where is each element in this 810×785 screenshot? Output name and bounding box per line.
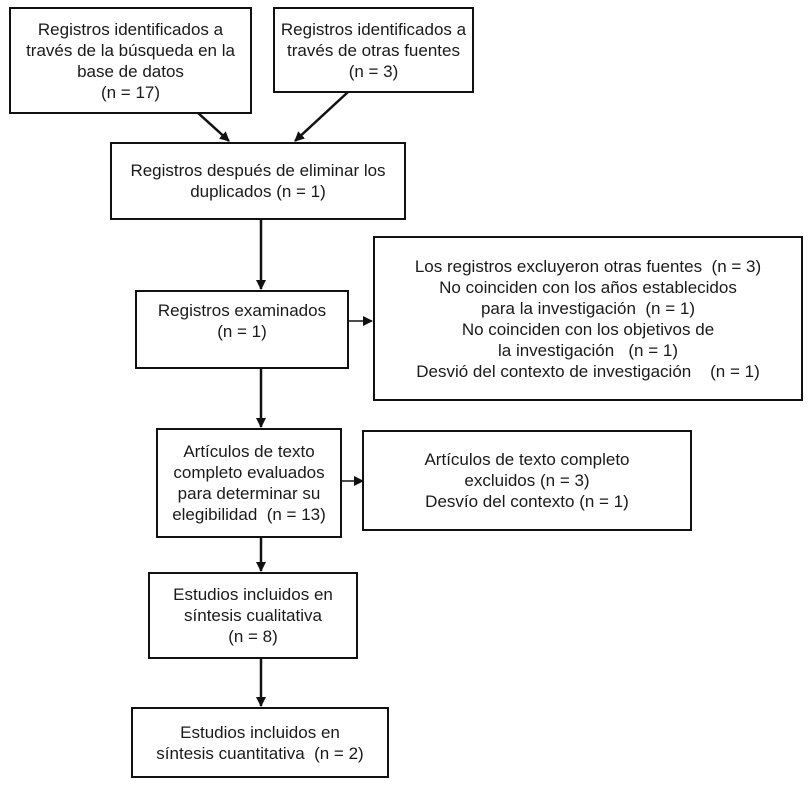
box-line: (n = 1) bbox=[217, 322, 267, 341]
box-line: completo evaluados bbox=[173, 463, 325, 482]
box-line: (n = 3) bbox=[348, 61, 399, 81]
box-line: Desvió del contexto de investigación (n … bbox=[416, 361, 760, 381]
box-line: base de datos bbox=[77, 61, 184, 81]
box-other-sources: Registros identificados a través de otra… bbox=[273, 7, 474, 93]
box-line: No coinciden con los años establecidos bbox=[439, 277, 737, 297]
box-line: para determinar su bbox=[177, 484, 321, 503]
box-line: para la investigación (n = 1) bbox=[480, 298, 696, 318]
arrow-other-to-duplicates bbox=[294, 91, 349, 142]
box-line: Registros examinados bbox=[157, 301, 327, 320]
box-line: Desvío del contexto (n = 1) bbox=[425, 492, 629, 511]
box-line: síntesis cuantitativa (n = 2) bbox=[156, 743, 364, 763]
box-db-search: Registros identificados a través de la b… bbox=[9, 7, 252, 114]
box-line: (n = 8) bbox=[228, 627, 278, 646]
box-line: Registros identificados a bbox=[37, 19, 224, 39]
box-line: Artículos de texto bbox=[183, 442, 315, 461]
box-quantitative: Estudios incluidos en síntesis cuantitat… bbox=[131, 707, 389, 778]
box-line: excluidos (n = 3) bbox=[464, 471, 590, 490]
box-line: (n = 17) bbox=[100, 82, 161, 102]
box-line: duplicados (n = 1) bbox=[190, 182, 326, 201]
box-qualitative: Estudios incluidos en síntesis cualitati… bbox=[148, 572, 358, 659]
box-line: través de la búsqueda en la bbox=[26, 40, 235, 60]
box-line: la investigación (n = 1) bbox=[497, 340, 678, 360]
box-line: Artículos de texto completo bbox=[424, 450, 630, 469]
box-line: Los registros excluyeron otras fuentes (… bbox=[414, 256, 762, 276]
box-fulltext-assessed: Artículos de texto completo evaluados pa… bbox=[156, 428, 342, 538]
box-line: través de otras fuentes bbox=[287, 40, 460, 60]
box-line: Registros después de eliminar los bbox=[130, 161, 386, 180]
box-line: Registros identificados a bbox=[280, 19, 467, 39]
box-excluded-records: Los registros excluyeron otras fuentes (… bbox=[373, 236, 803, 401]
box-after-duplicates: Registros después de eliminar los duplic… bbox=[110, 142, 406, 220]
box-line: elegibilidad (n = 13) bbox=[172, 505, 326, 524]
box-screened: Registros examinados (n = 1) bbox=[135, 290, 349, 369]
box-line: síntesis cualitativa bbox=[184, 606, 322, 625]
box-fulltext-excluded: Artículos de texto completo excluidos (n… bbox=[362, 430, 692, 531]
box-line: Estudios incluidos en bbox=[173, 585, 333, 604]
box-line: No coinciden con los objetivos de bbox=[461, 319, 715, 339]
box-line: Estudios incluidos en bbox=[180, 722, 340, 742]
